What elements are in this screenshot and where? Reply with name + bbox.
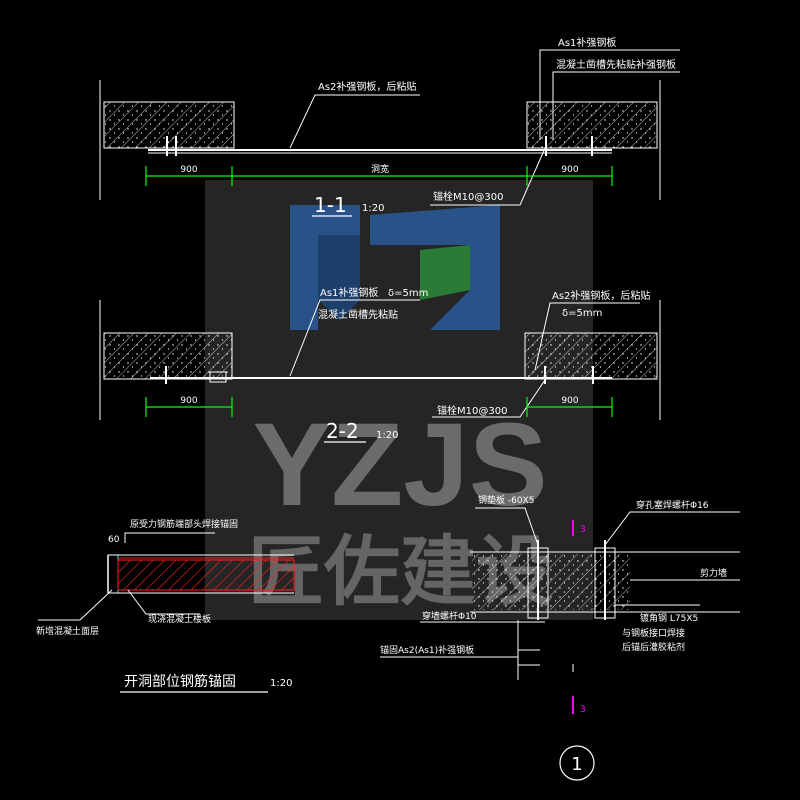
section-1-1: As1补强钢板 混凝土凿槽先粘贴补强钢板 As2补强钢板，后粘贴 锚栓M10@3… — [99, 36, 680, 217]
watermark-latin: YZJS — [252, 399, 547, 531]
s1-scale: 1:20 — [362, 203, 384, 214]
s2-dimension-lines — [145, 397, 613, 417]
slab-left-1 — [103, 101, 235, 149]
s2-dim-left: 900 — [180, 396, 197, 406]
svg-text:3: 3 — [580, 525, 586, 535]
anchor-bolts-2 — [165, 366, 594, 384]
detail-rebar-anchorage: 原受力钢筋端部头焊接锚固 60 新增混凝土面层 现浇混凝土楼板 开洞部位钢筋锚固… — [36, 518, 295, 693]
detail-left-label-top: 原受力钢筋端部头焊接锚固 — [130, 518, 238, 530]
s2-label-as1: As1补强钢板 — [320, 286, 378, 299]
s1-label-as2: As2补强钢板，后粘贴 — [318, 80, 416, 93]
detail-right-label-weld-1: 与钢板接口焊接 — [622, 627, 685, 639]
new-concrete-layer — [107, 554, 119, 594]
s2-label-as1-note: 混凝土凿槽先粘贴 — [318, 308, 398, 321]
slab-left-2 — [103, 332, 233, 380]
shear-wall-hatch — [472, 554, 630, 610]
detail-right-label-wall: 剪力墙 — [700, 567, 727, 579]
detail-number-circle — [559, 745, 595, 781]
cast-slab-red — [117, 559, 295, 591]
s1-dim-left: 900 — [180, 165, 197, 175]
detail-right-label-plate: 钢垫板 -60X5 — [478, 494, 534, 506]
s1-label-as1-note: 混凝土凿槽先粘贴补强钢板 — [556, 58, 676, 71]
s1-dim-mid: 洞宽 — [371, 163, 389, 175]
s2-scale: 1:20 — [376, 430, 398, 441]
detail-right-label-weld-2: 后锚后灌胶粘剂 — [622, 641, 685, 653]
detail-left-dim: 60 — [108, 535, 120, 545]
detail-left-scale: 1:20 — [270, 678, 292, 689]
s1-dimension-line — [145, 166, 613, 186]
s2-dim-right: 900 — [561, 396, 578, 406]
detail-left-label-slab: 现浇混凝土楼板 — [148, 613, 211, 625]
s1-label-as1: As1补强钢板 — [558, 36, 616, 49]
detail-right-label-bolt: 穿孔塞焊螺杆Φ16 — [636, 499, 709, 511]
detail-number: 1 — [571, 754, 582, 775]
slab-right-2 — [524, 332, 658, 380]
detail-right-label-angle: 镀角钢 L75X5 — [640, 612, 698, 624]
detail-left-title: 开洞部位钢筋锚固 — [124, 673, 236, 690]
s2-label-as1-thk: δ=5mm — [388, 288, 428, 299]
detail-right-label-bottom: 锚固As2(As1)补强钢板 — [380, 644, 474, 656]
watermark-logo-icon — [290, 205, 500, 330]
s1-title: 1-1 — [314, 193, 347, 217]
section-mark-bottom: 3 — [572, 696, 586, 715]
detail-wall-section: 钢垫板 -60X5 穿孔塞焊螺杆Φ16 剪力墙 镀角钢 L75X5 与钢板接口焊… — [380, 494, 740, 781]
detail-right-label-rod: 穿墙螺杆Φ10 — [422, 610, 477, 622]
s2-label-as2-thk: δ=5mm — [562, 308, 602, 319]
s1-dim-right: 900 — [561, 165, 578, 175]
watermark-panel — [205, 180, 593, 620]
detail-left-label-layer: 新增混凝土面层 — [36, 625, 99, 637]
s2-label-as2: As2补强钢板，后粘贴 — [552, 289, 650, 302]
s1-label-anchor: 锚栓M10@300 — [433, 190, 503, 203]
s2-title: 2-2 — [326, 419, 359, 443]
section-2-2: As1补强钢板 δ=5mm 混凝土凿槽先粘贴 As2补强钢板，后粘贴 δ=5mm… — [99, 286, 661, 443]
s2-label-anchor: 锚栓M10@300 — [437, 404, 507, 417]
section-mark-top: 3 — [572, 520, 586, 536]
anchor-bolts-1 — [166, 136, 593, 156]
svg-text:3: 3 — [580, 705, 586, 715]
